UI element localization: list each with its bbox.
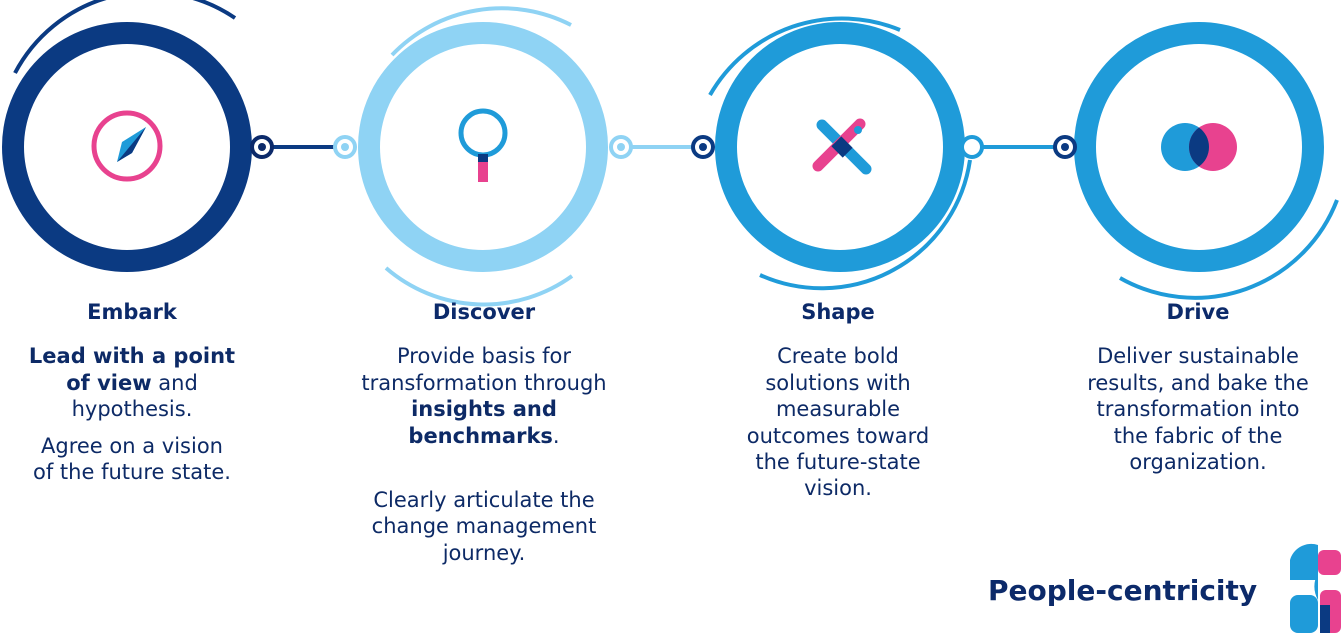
step-title-discover: Discover bbox=[432, 300, 536, 324]
magnifier-icon bbox=[458, 108, 508, 182]
step-paragraph: Create bold solutions with measurable ou… bbox=[733, 343, 943, 502]
step-paragraph: Lead with a point of view and hypothesis… bbox=[28, 343, 236, 422]
discover-circle bbox=[333, 6, 633, 307]
compass-icon bbox=[91, 110, 163, 182]
step-drive: Drive Deliver sustainable results, and b… bbox=[1068, 300, 1328, 485]
step-title-shape: Shape bbox=[801, 300, 875, 324]
body-text: Provide basis for transformation through bbox=[361, 344, 607, 395]
step-paragraph: Agree on a vision of the future state. bbox=[28, 433, 236, 486]
step-body: Deliver sustainable results, and bake th… bbox=[1068, 343, 1328, 475]
step-body: Create bold solutions with measurable ou… bbox=[708, 343, 968, 502]
step-shape: Shape Create bold solutions with measura… bbox=[708, 300, 968, 512]
body-text: Deliver sustainable results, and bake th… bbox=[1087, 344, 1309, 474]
step-paragraph: Clearly articulate the change management… bbox=[359, 487, 609, 566]
body-text: Agree on a vision of the future state. bbox=[33, 433, 231, 484]
embark-circle bbox=[2, 0, 274, 272]
emphasis-text: Lead with a point of view bbox=[28, 344, 236, 395]
people-logo-icon bbox=[1290, 543, 1341, 633]
step-paragraph: Deliver sustainable results, and bake th… bbox=[1083, 343, 1313, 475]
body-text: and hypothesis. bbox=[71, 370, 198, 422]
step-embark: Embark Lead with a point of view and hyp… bbox=[2, 300, 262, 495]
drive-circle bbox=[1053, 22, 1339, 300]
step-title-embark: Embark bbox=[87, 300, 177, 324]
body-text: Clearly articulate the change management… bbox=[371, 488, 597, 565]
emphasis-text: insights and benchmarks bbox=[408, 397, 557, 448]
step-body: Lead with a point of view and hypothesis… bbox=[2, 343, 262, 485]
body-text: Create bold solutions with measurable ou… bbox=[746, 344, 930, 501]
step-paragraph: Provide basis for transformation through… bbox=[359, 343, 609, 449]
people-centricity-label: People-centricity bbox=[988, 574, 1258, 607]
step-discover: Discover Provide basis for transformatio… bbox=[354, 300, 614, 576]
shape-circle bbox=[691, 16, 984, 291]
body-text: . bbox=[552, 423, 560, 448]
step-title-drive: Drive bbox=[1166, 300, 1230, 324]
step-body: Provide basis for transformation through… bbox=[354, 343, 614, 566]
tools-icon bbox=[812, 118, 872, 175]
overlapping-circles-icon bbox=[1161, 123, 1237, 171]
